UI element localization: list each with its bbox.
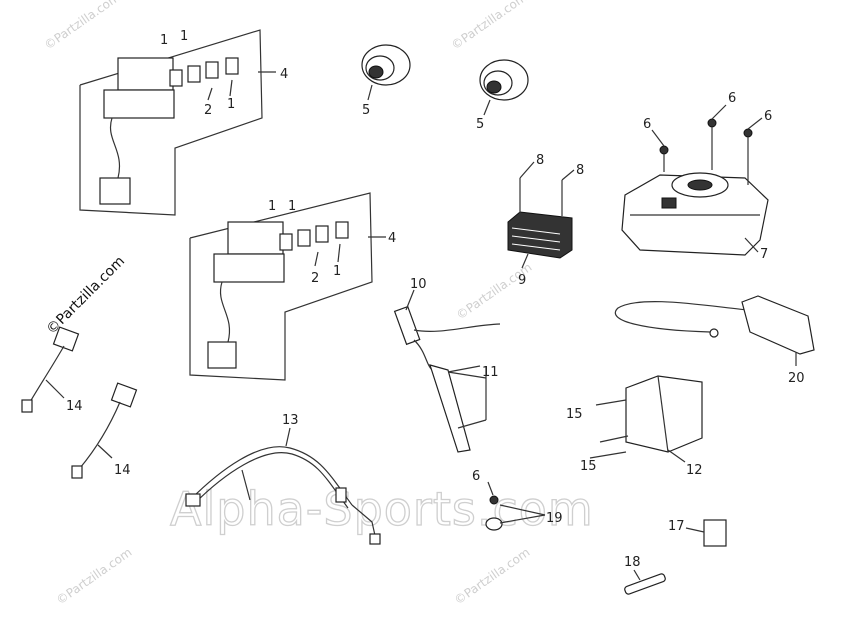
relay-wire	[393, 289, 501, 453]
bulb-socket-upper	[21, 326, 80, 413]
watermark-alpha-sports: Alpha-Sports.com	[170, 482, 594, 536]
callout-10: 10	[410, 277, 427, 292]
callout-14: 14	[114, 463, 131, 478]
callout-1: 1	[268, 199, 276, 214]
callout-12: 12	[686, 463, 703, 478]
fuse-box-assembly-upper	[79, 29, 276, 216]
cdi-unit	[589, 375, 703, 463]
callout-19: 19	[546, 511, 563, 526]
watermark-partzilla: ©Partzilla.com	[454, 260, 535, 322]
watermark-partzilla: ©Partzilla.com	[449, 0, 530, 52]
callout-7: 7	[760, 247, 768, 262]
watermark-partzilla: ©Partzilla.com	[452, 545, 533, 607]
sensor-cable	[614, 295, 815, 366]
callout-13: 13	[282, 413, 299, 428]
horn-right	[479, 59, 529, 116]
callout-2: 2	[204, 103, 212, 118]
battery-box	[621, 172, 769, 256]
main-wire-harness	[185, 427, 381, 545]
fuse-18	[624, 569, 666, 595]
fuse-box-assembly-lower	[189, 192, 386, 381]
bolts-6	[651, 104, 763, 185]
callout-5: 5	[476, 117, 484, 132]
watermark-partzilla-side: ©Partzilla.com	[44, 253, 129, 338]
callout-1: 1	[227, 97, 235, 112]
callout-6: 6	[472, 469, 480, 484]
watermark-partzilla: ©Partzilla.com	[54, 545, 135, 607]
callout-20: 20	[788, 371, 805, 386]
nut-and-clip	[485, 481, 546, 531]
callout-8: 8	[576, 163, 584, 178]
callout-15: 15	[580, 459, 597, 474]
callout-1: 1	[333, 264, 341, 279]
callout-17: 17	[668, 519, 685, 534]
callout-4: 4	[388, 231, 396, 246]
horn-left	[361, 44, 411, 101]
bulb-socket-lower	[71, 382, 138, 479]
callout-5: 5	[362, 103, 370, 118]
callout-1: 1	[160, 33, 168, 48]
callout-6: 6	[643, 117, 651, 132]
callout-18: 18	[624, 555, 641, 570]
callout-6: 6	[728, 91, 736, 106]
callout-14: 14	[66, 399, 83, 414]
callout-15: 15	[566, 407, 583, 422]
callout-1: 1	[180, 29, 188, 44]
callout-1: 1	[288, 199, 296, 214]
watermark-partzilla: ©Partzilla.com	[42, 0, 123, 52]
callout-9: 9	[518, 273, 526, 288]
callout-6: 6	[764, 109, 772, 124]
screws-11	[447, 365, 487, 429]
callout-2: 2	[311, 271, 319, 286]
callout-8: 8	[536, 153, 544, 168]
callout-4: 4	[280, 67, 288, 82]
callout-11: 11	[482, 365, 499, 380]
fuse-block-17	[685, 519, 727, 547]
regulator	[507, 161, 575, 269]
